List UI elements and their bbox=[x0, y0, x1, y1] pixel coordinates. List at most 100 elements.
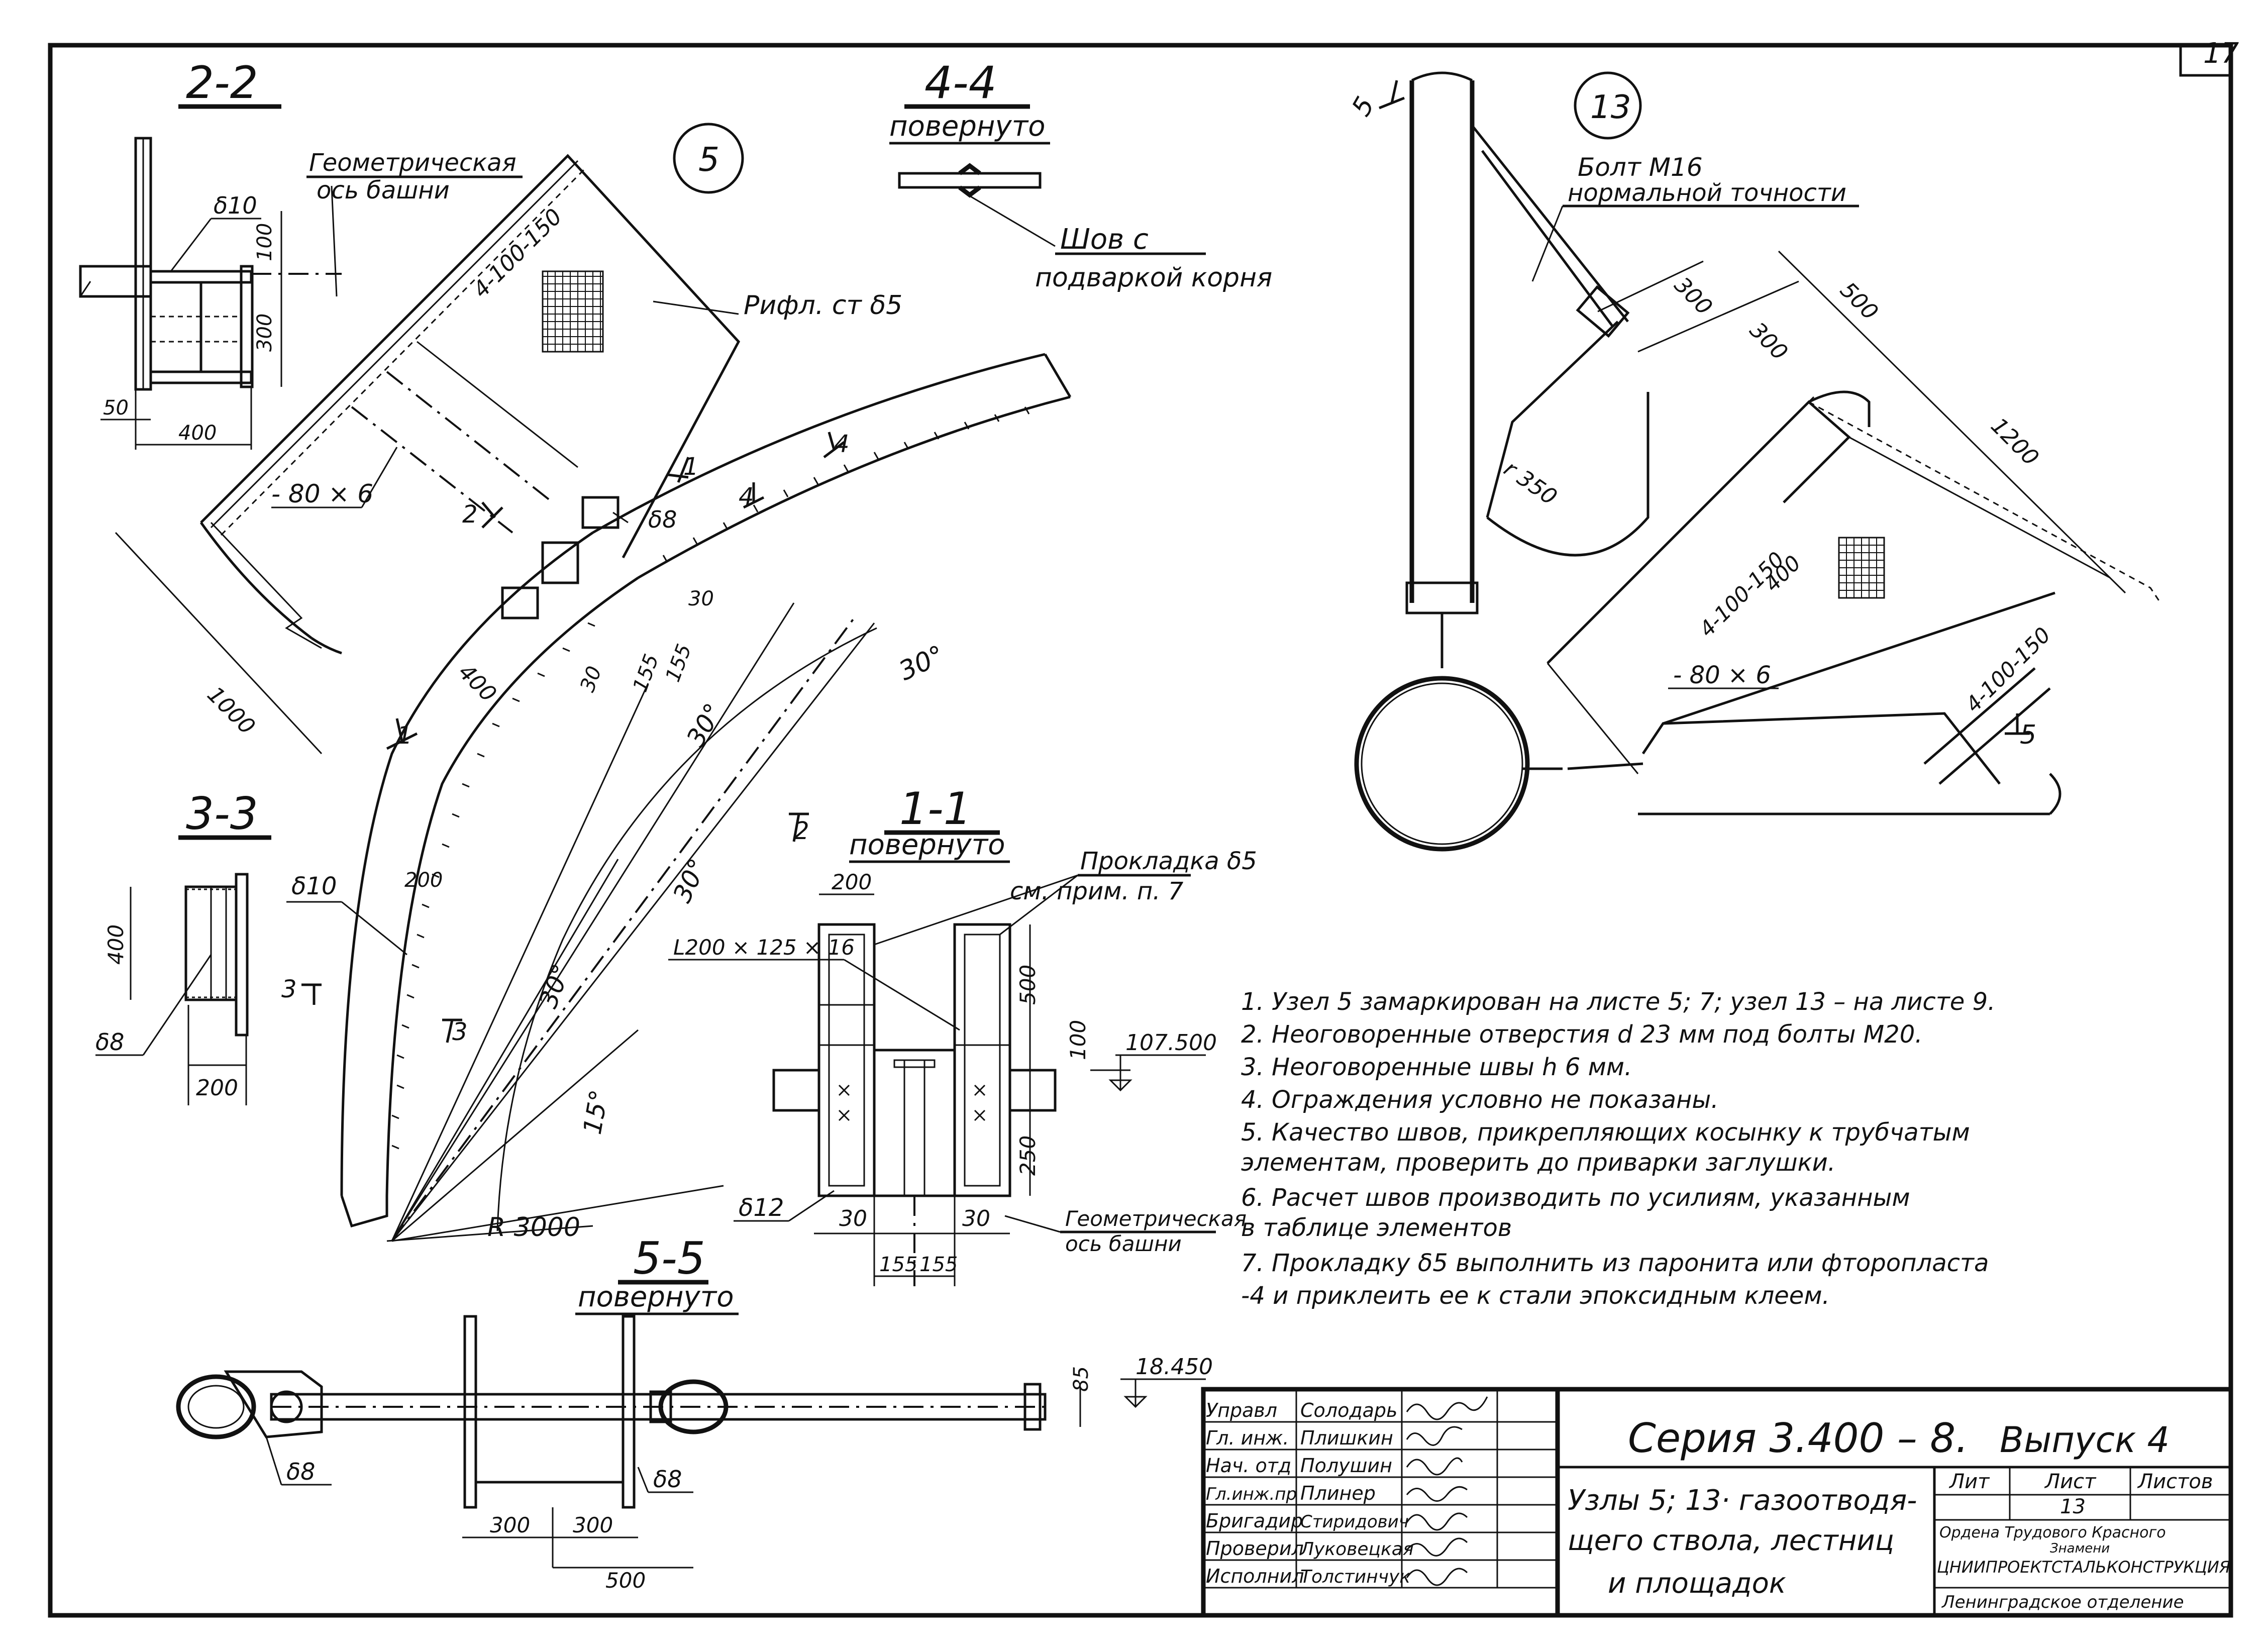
section-1-1: 1-1 повернуто 200 Прокладка δ5 см. прим.… bbox=[668, 783, 1257, 1286]
label-d12-11: δ12 bbox=[739, 1194, 784, 1222]
angle-30c: 30° bbox=[667, 854, 712, 907]
label-elev-107500: 107.500 bbox=[1125, 1030, 1217, 1056]
dim-250-11: 250 bbox=[1015, 1136, 1040, 1176]
mark-section-5b: 5 bbox=[2020, 720, 2036, 750]
dim-300-22: 300 bbox=[253, 314, 276, 352]
angle-15: 15° bbox=[578, 1088, 614, 1137]
tb-name-1: Солодарь bbox=[1300, 1399, 1397, 1421]
tb-name-4: Плинер bbox=[1300, 1482, 1376, 1504]
dim-155a-11: 155 bbox=[879, 1253, 917, 1276]
checker-plate-hatch bbox=[542, 270, 604, 353]
section-5-5-rotated: повернуто bbox=[578, 1281, 734, 1313]
angle-30d: 30° bbox=[534, 960, 576, 1012]
tb-role-6: Проверил bbox=[1206, 1537, 1304, 1560]
title-block: Управл Гл. инж. Нач. отд Гл.инж.пр Брига… bbox=[1201, 1387, 2233, 1618]
node-13-number: 13 bbox=[1590, 89, 1631, 126]
label-bolts-5a: 4-100-150 bbox=[468, 204, 567, 303]
dim-100-11: 100 bbox=[1066, 1020, 1090, 1060]
section-4-4-title: 4-4 bbox=[924, 57, 997, 109]
tb-role-1: Управл bbox=[1206, 1399, 1277, 1421]
dim-85-55: 85 bbox=[1070, 1366, 1093, 1392]
label-axis-22-1: Геометрическая bbox=[309, 149, 517, 177]
dim-300a-55: 300 bbox=[490, 1513, 530, 1537]
dim-300b-13: 300 bbox=[1744, 318, 1792, 365]
tb-org-3: ЦНИИПРОЕКТСТАЛЬКОНСТРУКЦИЯ bbox=[1937, 1558, 2230, 1577]
section-3-3: 3-3 400 δ8 200 bbox=[95, 788, 271, 1105]
dim-300b-55: 300 bbox=[573, 1513, 613, 1537]
node-5-circle bbox=[673, 123, 744, 194]
note-6a: 6. Расчет швов производить по усилиям, у… bbox=[1241, 1184, 1910, 1212]
tb-issue: Выпуск 4 bbox=[2000, 1419, 2170, 1461]
sheet-number: 17 bbox=[2203, 37, 2239, 70]
label-d8-5: δ8 bbox=[648, 506, 677, 533]
note-1: 1. Узел 5 замаркирован на листе 5; 7; уз… bbox=[1241, 988, 1995, 1016]
dim-155a-5: 155 bbox=[629, 651, 663, 695]
dim-1000-5: 1000 bbox=[202, 682, 260, 740]
dim-30a-11: 30 bbox=[839, 1206, 867, 1231]
label-axis-11-1: Геометрическая bbox=[1065, 1206, 1247, 1231]
label-bolt-m16: Болт М16 bbox=[1578, 153, 1703, 182]
node-13-circle bbox=[1574, 71, 1642, 140]
label-d8-33: δ8 bbox=[95, 1028, 124, 1056]
note-5b: элементам, проверить до приварки заглушк… bbox=[1241, 1149, 1835, 1177]
dim-400-22: 400 bbox=[178, 422, 217, 445]
dim-200-5: 200 bbox=[404, 869, 443, 892]
label-pad-2: см. прим. п. 7 bbox=[1010, 877, 1184, 905]
tb-role-4: Гл.инж.пр bbox=[1206, 1484, 1297, 1504]
signatures bbox=[1406, 1396, 1488, 1586]
tb-role-7: Исполнил bbox=[1206, 1565, 1304, 1587]
dim-400-33: 400 bbox=[104, 924, 128, 965]
label-pad-1: Прокладка δ5 bbox=[1080, 847, 1257, 875]
label-d10-5: δ10 bbox=[291, 872, 337, 900]
tb-role-3: Нач. отд bbox=[1206, 1455, 1291, 1477]
tb-series: Серия 3.400 – 8. bbox=[1628, 1415, 1969, 1462]
section-2-2: 2-2 Геометрическая ось башни δ10 100 300… bbox=[79, 57, 523, 450]
dim-500-11: 500 bbox=[1015, 965, 1040, 1005]
dim-500-55: 500 bbox=[605, 1568, 646, 1593]
section-1-1-title: 1-1 bbox=[899, 783, 972, 835]
mark-section-5a: 5 bbox=[1346, 92, 1381, 122]
tb-title-2: щего ствола, лестниц bbox=[1568, 1524, 1894, 1557]
note-7b: -4 и приклеить ее к стали эпоксидным кле… bbox=[1241, 1282, 1830, 1310]
mark-section-2-top: 2 bbox=[462, 500, 478, 529]
tb-name-2: Плишкин bbox=[1300, 1427, 1393, 1449]
tb-sheet: Лист bbox=[2044, 1470, 2097, 1493]
label-checker-plate: Рифл. ст δ5 bbox=[744, 290, 902, 321]
sheet-border bbox=[48, 43, 2233, 1618]
dim-30b-11: 30 bbox=[962, 1206, 990, 1231]
label-axis-22-2: ось башни bbox=[317, 176, 450, 204]
section-5-5-title: 5-5 bbox=[633, 1232, 705, 1284]
angle-30b: 30° bbox=[681, 698, 729, 752]
node-5-number: 5 bbox=[698, 140, 719, 179]
node-13: 13 5 Болт М16 нормальной точности r 350 bbox=[1346, 71, 2161, 852]
tb-role-2: Гл. инж. bbox=[1206, 1427, 1289, 1449]
note-7a: 7. Прокладку δ5 выполнить из паронита ил… bbox=[1241, 1249, 1989, 1277]
dim-300a-13: 300 bbox=[1669, 272, 1717, 320]
label-weld-1: Шов с bbox=[1060, 223, 1149, 256]
label-weld-2: подваркой корня bbox=[1035, 263, 1272, 293]
label-elev-18450: 18.450 bbox=[1136, 1354, 1213, 1380]
dim-1200-13: 1200 bbox=[1986, 413, 2043, 471]
label-angle-section: L200 × 125 × 16 bbox=[673, 935, 855, 960]
section-1-1-rotated: повернуто bbox=[849, 829, 1005, 861]
dim-30a-5: 30 bbox=[688, 587, 714, 610]
label-strip-5: - 80 × 6 bbox=[271, 479, 373, 508]
dim-155b-5: 155 bbox=[661, 641, 696, 685]
mark-section-3b: 3 bbox=[452, 1018, 468, 1046]
section-4-4: 4-4 повернуто Шов с подваркой корня bbox=[889, 57, 1272, 293]
note-4: 4. Ограждения условно не показаны. bbox=[1241, 1086, 1719, 1114]
dim-500-13: 500 bbox=[1835, 277, 1883, 325]
dim-200-33: 200 bbox=[196, 1075, 238, 1101]
dim-50-22: 50 bbox=[103, 396, 129, 420]
section-3-3-title: 3-3 bbox=[186, 788, 258, 840]
tb-org-1: Ордена Трудового Красного bbox=[1939, 1524, 2166, 1541]
section-5-5: 5-5 повернуто 85 18.450 δ8 δ8 300 300 bbox=[176, 1232, 1213, 1593]
angle-30a: 30° bbox=[894, 640, 949, 686]
label-strip-13: - 80 × 6 bbox=[1673, 661, 1771, 689]
label-d8a-55: δ8 bbox=[286, 1458, 315, 1485]
dim-155b-11: 155 bbox=[919, 1253, 958, 1276]
bolt-pattern-11 bbox=[838, 1084, 986, 1121]
mark-section-3a: 3 bbox=[281, 975, 297, 1003]
label-axis-11-2: ось башни bbox=[1065, 1231, 1182, 1256]
